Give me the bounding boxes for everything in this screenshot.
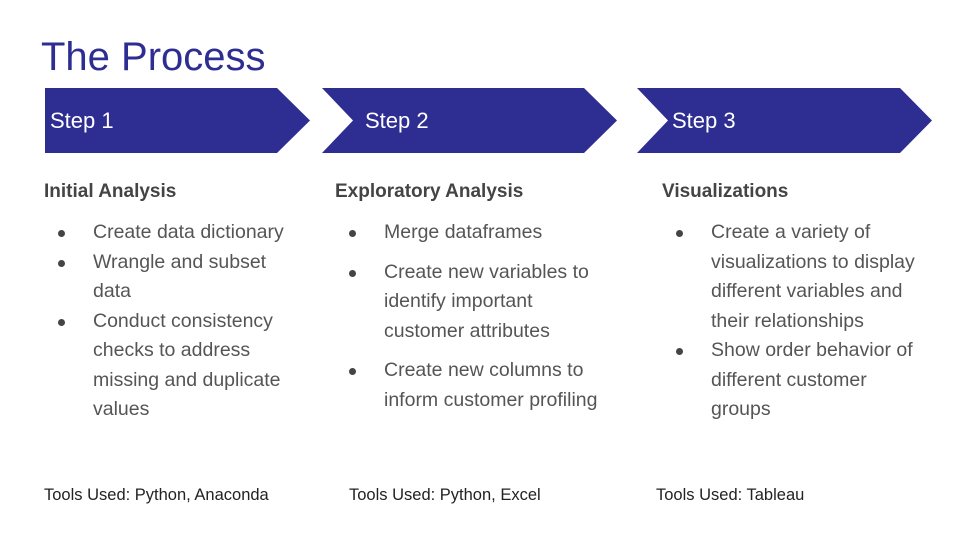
step-2-tools: Tools Used: Python, Excel bbox=[349, 486, 541, 504]
bullet-icon bbox=[349, 269, 356, 277]
step-3-tools: Tools Used: Tableau bbox=[656, 486, 805, 504]
bullet-icon bbox=[349, 368, 356, 375]
list-item: Merge dataframes bbox=[349, 218, 599, 248]
step-1-column: Initial Analysis Create data dictionary … bbox=[44, 178, 314, 425]
step-1-bullets: Create data dictionary Wrangle and subse… bbox=[44, 218, 303, 425]
bullet-icon bbox=[58, 259, 65, 267]
step-3-bullets: Create a variety of visualizations to di… bbox=[662, 218, 923, 425]
step-3-column: Visualizations Create a variety of visua… bbox=[662, 178, 942, 425]
step-2-chevron bbox=[322, 88, 617, 153]
list-item: Create new columns to inform customer pr… bbox=[349, 356, 599, 415]
step-1-tools: Tools Used: Python, Anaconda bbox=[44, 486, 269, 504]
list-item: Create data dictionary bbox=[58, 218, 303, 248]
step-3-heading: Visualizations bbox=[662, 181, 789, 202]
step-2-column: Exploratory Analysis Merge dataframes Cr… bbox=[335, 178, 605, 415]
bullet-icon bbox=[676, 348, 683, 355]
list-item: Wrangle and subset data bbox=[58, 248, 303, 307]
step-3-chevron bbox=[637, 88, 932, 153]
bullet-icon bbox=[349, 230, 356, 237]
list-item: Conduct consistency checks to address mi… bbox=[58, 307, 303, 425]
list-item: Show order behavior of different custome… bbox=[676, 336, 923, 425]
step-2-bullets: Merge dataframes Create new variables to… bbox=[335, 218, 599, 415]
step-1-label: Step 1 bbox=[50, 108, 114, 133]
step-1-heading: Initial Analysis bbox=[44, 181, 177, 202]
step-2-label: Step 2 bbox=[365, 108, 429, 133]
page-title: The Process bbox=[41, 35, 266, 79]
step-3-label: Step 3 bbox=[672, 108, 736, 133]
bullet-icon bbox=[58, 318, 65, 326]
bullet-icon bbox=[676, 230, 683, 237]
step-2-heading: Exploratory Analysis bbox=[335, 181, 524, 202]
list-item: Create a variety of visualizations to di… bbox=[676, 218, 923, 336]
step-1-chevron bbox=[45, 88, 310, 153]
list-item: Create new variables to identify importa… bbox=[349, 258, 599, 347]
bullet-icon bbox=[58, 230, 65, 237]
